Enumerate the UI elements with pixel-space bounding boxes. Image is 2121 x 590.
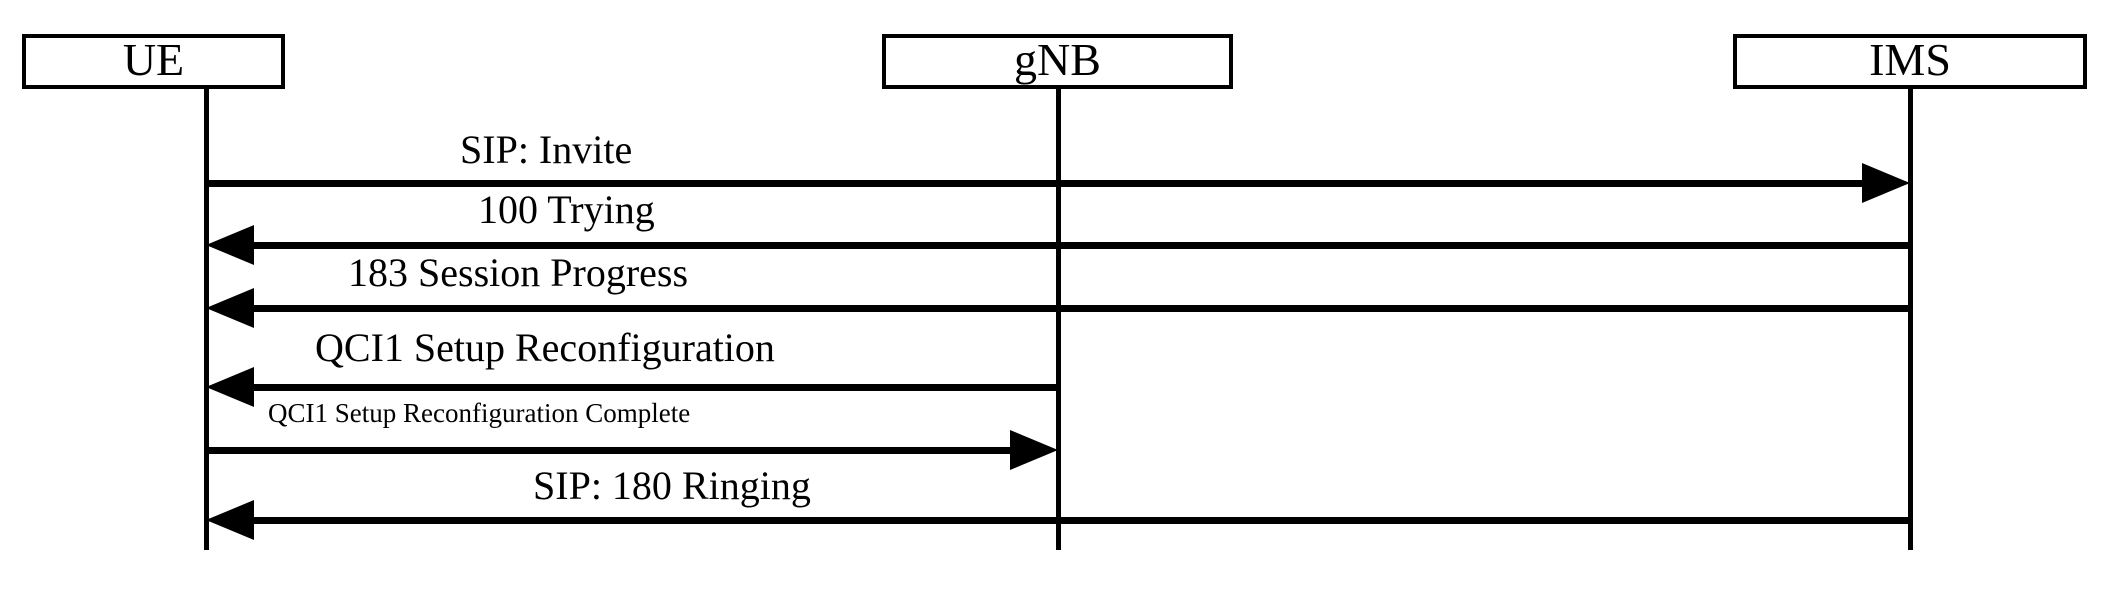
message-label-2: 100 Trying (478, 187, 655, 232)
message-arrow-1 (206, 180, 1866, 187)
message-arrow-4 (250, 384, 1058, 391)
message-label-4: QCI1 Setup Reconfiguration (315, 325, 775, 370)
message-arrow-5 (206, 447, 1014, 454)
arrowhead-3 (206, 288, 254, 328)
arrowhead-2 (206, 225, 254, 265)
participant-box-ims[interactable]: IMS (1733, 34, 2087, 89)
participant-label-ue: UE (122, 33, 185, 85)
arrowhead-6 (206, 500, 254, 540)
participant-label-gnb: gNB (1014, 33, 1101, 85)
message-label-5: QCI1 Setup Reconfiguration Complete (268, 398, 691, 428)
lifeline-gnb (1056, 89, 1061, 550)
message-label-1: SIP: Invite (460, 127, 633, 172)
participant-box-ue[interactable]: UE (22, 34, 285, 89)
participant-label-ims: IMS (1869, 33, 1951, 85)
lifeline-ims (1908, 89, 1913, 550)
arrowhead-1 (1862, 163, 1910, 203)
arrowhead-4 (206, 367, 254, 407)
participant-box-gnb[interactable]: gNB (882, 34, 1233, 89)
message-label-6: SIP: 180 Ringing (533, 463, 811, 508)
message-label-3: 183 Session Progress (348, 250, 689, 295)
arrowhead-5 (1010, 430, 1058, 470)
message-arrow-2 (250, 242, 1910, 249)
message-arrow-3 (250, 305, 1910, 312)
message-arrow-6 (250, 517, 1910, 524)
